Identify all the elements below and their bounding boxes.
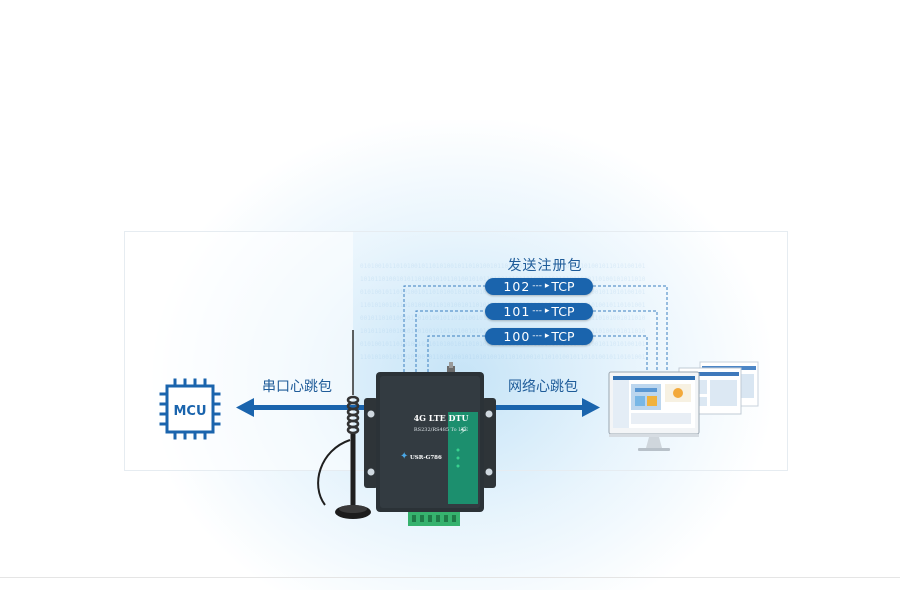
packet-arrow: --- ▸ (532, 331, 550, 341)
antenna-icon (317, 330, 371, 519)
packet-arrow: --- ▸ (532, 281, 550, 291)
serial-heartbeat-label: 串口心跳包 (262, 379, 332, 395)
packet-id: 100 (503, 329, 531, 344)
packet-pill: 100 --- ▸ TCP (485, 328, 593, 345)
register-packet-heading: 发送注册包 (507, 258, 583, 274)
network-heartbeat-label: 网络心跳包 (508, 379, 578, 395)
packet-id: 101 (503, 304, 531, 319)
packet-arrow: --- ▸ (532, 306, 550, 316)
divider (0, 577, 900, 578)
serial-arrow (236, 398, 372, 417)
device-model: USR-G786 (410, 455, 442, 461)
dtu-device: ⚡ ✦ (364, 362, 496, 526)
monitor-icon (608, 361, 759, 451)
svg-text:⚡: ⚡ (459, 424, 467, 437)
packet-protocol: TCP (551, 279, 575, 294)
packet-protocol: TCP (551, 329, 575, 344)
svg-text:010100101101010010110101001011: 0101001011010100101101010010110101001011… (360, 263, 646, 270)
network-arrow (490, 398, 600, 417)
device-title: 4G LTE DTU (413, 413, 469, 423)
svg-text:✦: ✦ (400, 451, 408, 462)
packet-id: 102 (503, 279, 531, 294)
device-subtitle: RS232/RS485 To LTE (413, 427, 469, 433)
mcu-chip-icon: MCU (159, 378, 221, 440)
packet-pill: 102 --- ▸ TCP (485, 278, 593, 295)
panel-left-area (125, 232, 353, 470)
packet-pill: 101 --- ▸ TCP (485, 303, 593, 320)
packet-protocol: TCP (551, 304, 575, 319)
svg-text:110101001011010100101101010010: 1101010010110101001011010100101101010010… (360, 354, 646, 361)
mcu-label: MCU (173, 404, 206, 419)
